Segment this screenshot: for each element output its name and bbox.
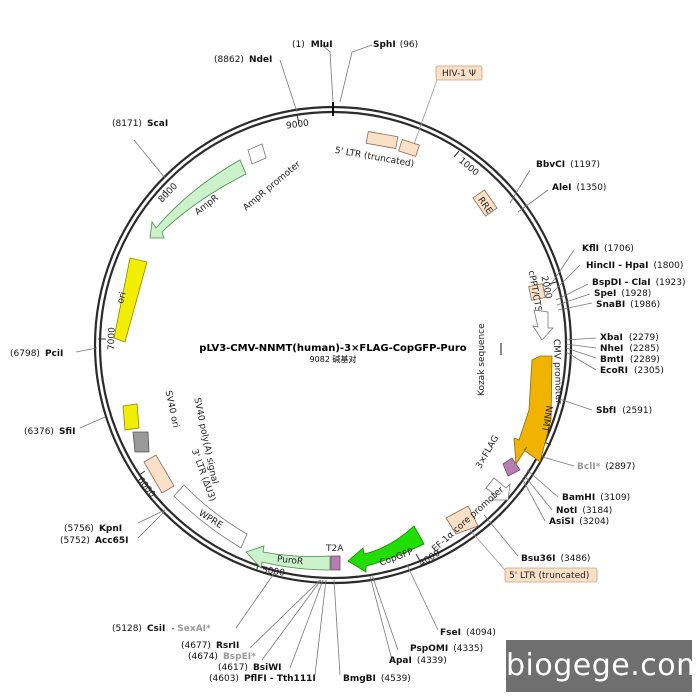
site-bcli: BclI*(2897): [577, 462, 635, 472]
feature-3xflag: 3×FLAG: [474, 434, 521, 477]
site-ndei: (8862)NdeI: [214, 55, 272, 65]
feature-rre: RRE: [472, 189, 498, 217]
site-pcii: (6798)PciI: [10, 349, 63, 359]
callout-hiv-psi: HIV-1 Ψ: [411, 65, 483, 151]
feature-5ltr-truncated: 5' LTR (truncated): [334, 131, 420, 170]
site-pspomi: PspOMI(4335): [410, 644, 483, 654]
ruler-ticks: [98, 114, 557, 570]
t2a-label: T2A: [325, 544, 344, 554]
site-scai: (8171)ScaI: [112, 119, 168, 129]
tick-label-8000: 8000: [157, 181, 180, 205]
plasmid-length: 9082 碱基对: [310, 354, 357, 364]
site-kfli: KflI(1706): [582, 244, 634, 254]
watermark-logo: biogege.com: [506, 640, 700, 692]
site-xbai: XbaI(2279): [600, 333, 659, 343]
site-kpni: (5756)KpnI: [64, 524, 122, 534]
site-pflfi-tth111i: (4603)PflFI - Tth111I: [209, 674, 316, 684]
site-sbfi: SbfI(2591): [596, 406, 652, 416]
feature-ori: ori: [113, 257, 148, 343]
feature-wpre: WPRE: [173, 484, 248, 549]
feature-cmv-promoter: CMV promoter: [532, 309, 563, 404]
feature-sv40-ori: SV40 ori: [132, 390, 181, 453]
site-bsiwi: (4617)BsiWI: [218, 663, 282, 673]
site-ecori: EcoRI(2305): [600, 366, 664, 376]
ltr5-callout-label: 5' LTR (truncated): [509, 571, 589, 581]
site-bmgbi: BmgBI(4539): [343, 674, 411, 684]
feature-nnmt: NNMT: [513, 355, 554, 466]
site-fsei: FseI(4094): [440, 628, 496, 638]
flag-label: 3×FLAG: [474, 434, 501, 471]
site-mlui: (1)MluI: [292, 40, 333, 50]
callout-5ltr: 5' LTR (truncated): [469, 529, 598, 583]
feature-t2a: T2A: [325, 544, 344, 571]
ori-label: ori: [116, 291, 129, 305]
site-bsu36i: Bsu36I(3486): [521, 554, 590, 564]
tick-label-5000: 5000: [261, 566, 285, 579]
puror-label: PuroR: [276, 555, 303, 568]
ampr-promoter-label: AmpR promoter: [241, 159, 302, 213]
site-bspei: (4674)BspEI*: [188, 652, 256, 662]
sv40-ori-label: SV40 ori: [163, 390, 181, 429]
restriction-sites: (1)MluI SphI(96) BbvCI(1197) AleI(1350) …: [10, 40, 686, 684]
site-noti: NotI(3184): [556, 506, 612, 516]
cmv-promoter-label: CMV promoter: [551, 339, 563, 404]
site-snabi: SnaBI(1986): [596, 300, 660, 310]
site-csii-sexai: (5128)CsiI - SexAI*: [112, 624, 211, 634]
site-rsrii: (4677)RsrII: [181, 641, 239, 651]
tick-label-7000: 7000: [107, 327, 118, 351]
site-hincii-hpai: HincII - HpaI(1800): [586, 261, 683, 271]
site-bbvci: BbvCI(1197): [536, 160, 600, 170]
site-leader-lines: [75, 44, 597, 676]
site-bamhi: BamHI(3109): [562, 493, 630, 503]
site-apai: ApaI(4339): [389, 656, 447, 666]
site-asisi: AsiSI(3204): [549, 517, 609, 527]
site-spei: SpeI(1928): [594, 289, 651, 299]
site-nhei: NheI(2285): [600, 344, 659, 354]
kozak-label: Kozak sequence: [477, 323, 487, 396]
site-alei: AleI(1350): [552, 183, 606, 193]
tick-label-9000: 9000: [286, 118, 310, 131]
feature-puror: PuroR: [245, 545, 331, 571]
site-sfii: (6376)SfiI: [24, 427, 75, 437]
site-bspdi-clai: BspDI - ClaI(1923): [592, 278, 686, 288]
hiv-psi-label: HIV-1 Ψ: [442, 69, 476, 79]
feature-ampr-promoter: AmpR promoter: [241, 143, 303, 213]
site-sphi: SphI(96): [373, 40, 418, 50]
tick-label-1000: 1000: [456, 156, 480, 179]
site-bmti: BmtI(2289): [600, 355, 660, 365]
site-acc65i: (5752)Acc65I: [60, 536, 128, 546]
nnmt-label: NNMT: [539, 405, 554, 434]
plasmid-title: pLV3-CMV-NNMT(human)-3×FLAG-CopGFP-Puro: [199, 343, 467, 354]
feature-kozak: Kozak sequence: [477, 323, 502, 396]
